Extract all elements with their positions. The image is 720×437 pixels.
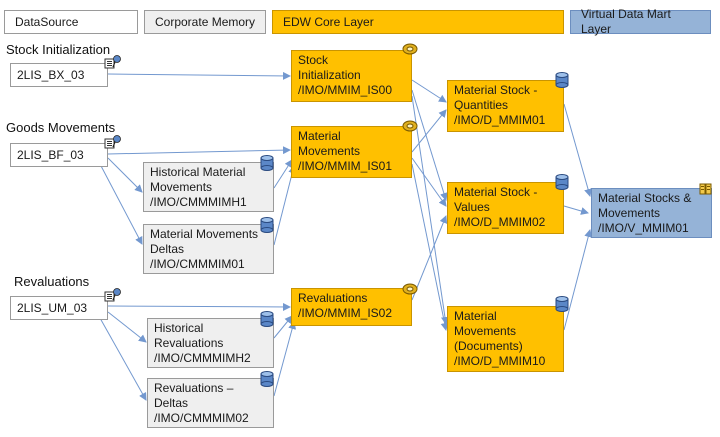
line-is00-d02 [411, 89, 448, 201]
cm-historical-material-movements[interactable]: Historical Material Movements /IMO/CMMMI… [143, 162, 274, 212]
line-bf-mm01 [99, 163, 143, 245]
section-stock-initialization: Stock Initialization [6, 42, 111, 57]
line-mm01-is01 [273, 165, 297, 246]
cm-material-movements-deltas[interactable]: Material Movements Deltas /IMO/CMMMIM01 [143, 224, 274, 274]
datasource-bf[interactable]: 2LIS_BF_03 [10, 143, 108, 167]
line-d01-v01 [563, 103, 592, 197]
database-icon [260, 155, 274, 171]
datasource-icon [104, 288, 121, 302]
edw-material-movements[interactable]: Material Movements /IMO/MMIM_IS01 [291, 126, 412, 178]
line-is01-d10 [411, 163, 449, 331]
infosource-icon [402, 43, 418, 55]
database-icon [555, 296, 569, 312]
datasource-icon [104, 135, 121, 149]
database-icon [555, 174, 569, 190]
edw-stock-initialization[interactable]: Stock Initialization /IMO/MMIM_IS00 [291, 50, 412, 102]
line-d10-v01 [563, 229, 593, 331]
edw-material-stock-quantities[interactable]: Material Stock - Quantities /IMO/D_MMIM0… [447, 80, 564, 132]
database-icon [555, 72, 569, 88]
datasource-bx[interactable]: 2LIS_BX_03 [10, 63, 108, 87]
line-is02-d02 [411, 215, 448, 301]
database-icon [260, 217, 274, 233]
database-icon [260, 311, 274, 327]
line-mm02-is02 [273, 321, 297, 397]
vdm-material-stocks-movements[interactable]: Material Stocks & Movements /IMO/V_MMIM0… [591, 188, 712, 238]
database-icon [260, 371, 274, 387]
edw-material-movements-documents[interactable]: Material Movements (Documents) /IMO/D_MM… [447, 306, 564, 372]
cm-historical-revaluations[interactable]: Historical Revaluations /IMO/CMMMIMH2 [147, 318, 274, 368]
line-is01-d02 [411, 157, 447, 207]
line-bx-is00 [107, 71, 291, 80]
section-goods-movements: Goods Movements [6, 120, 116, 135]
legend-edw-core: EDW Core Layer [272, 10, 564, 34]
datasource-um[interactable]: 2LIS_UM_03 [10, 296, 108, 320]
legend-datasource: DataSource [4, 10, 138, 34]
edw-revaluations[interactable]: Revaluations /IMO/MMIM_IS02 [291, 288, 412, 326]
infosource-icon [402, 120, 418, 132]
line-mmh1-is01 [273, 159, 293, 189]
line-d02-v01 [563, 205, 589, 215]
line-is00-d01 [411, 79, 447, 103]
line-bf-is01 [107, 146, 291, 155]
legend-corporate-memory: Corporate Memory [144, 10, 266, 34]
section-revaluations: Revaluations [14, 274, 90, 289]
line-is01-d01 [411, 109, 447, 153]
line-um-mm02 [99, 317, 147, 401]
cm-revaluations-deltas[interactable]: Revaluations – Deltas /IMO/CMMMIM02 [147, 378, 274, 428]
line-um-mmh2 [107, 311, 147, 343]
line-is00-d10 [411, 95, 449, 325]
legend-virtual-data-mart: Virtual Data Mart Layer [570, 7, 711, 36]
line-um-is02 [107, 302, 291, 311]
multiprovider-icon [699, 183, 712, 195]
line-mmh2-is02 [273, 315, 293, 339]
datasource-icon [104, 55, 121, 69]
infosource-icon [402, 283, 418, 295]
edw-material-stock-values[interactable]: Material Stock - Values /IMO/D_MMIM02 [447, 182, 564, 234]
line-bf-mmh1 [107, 157, 143, 193]
